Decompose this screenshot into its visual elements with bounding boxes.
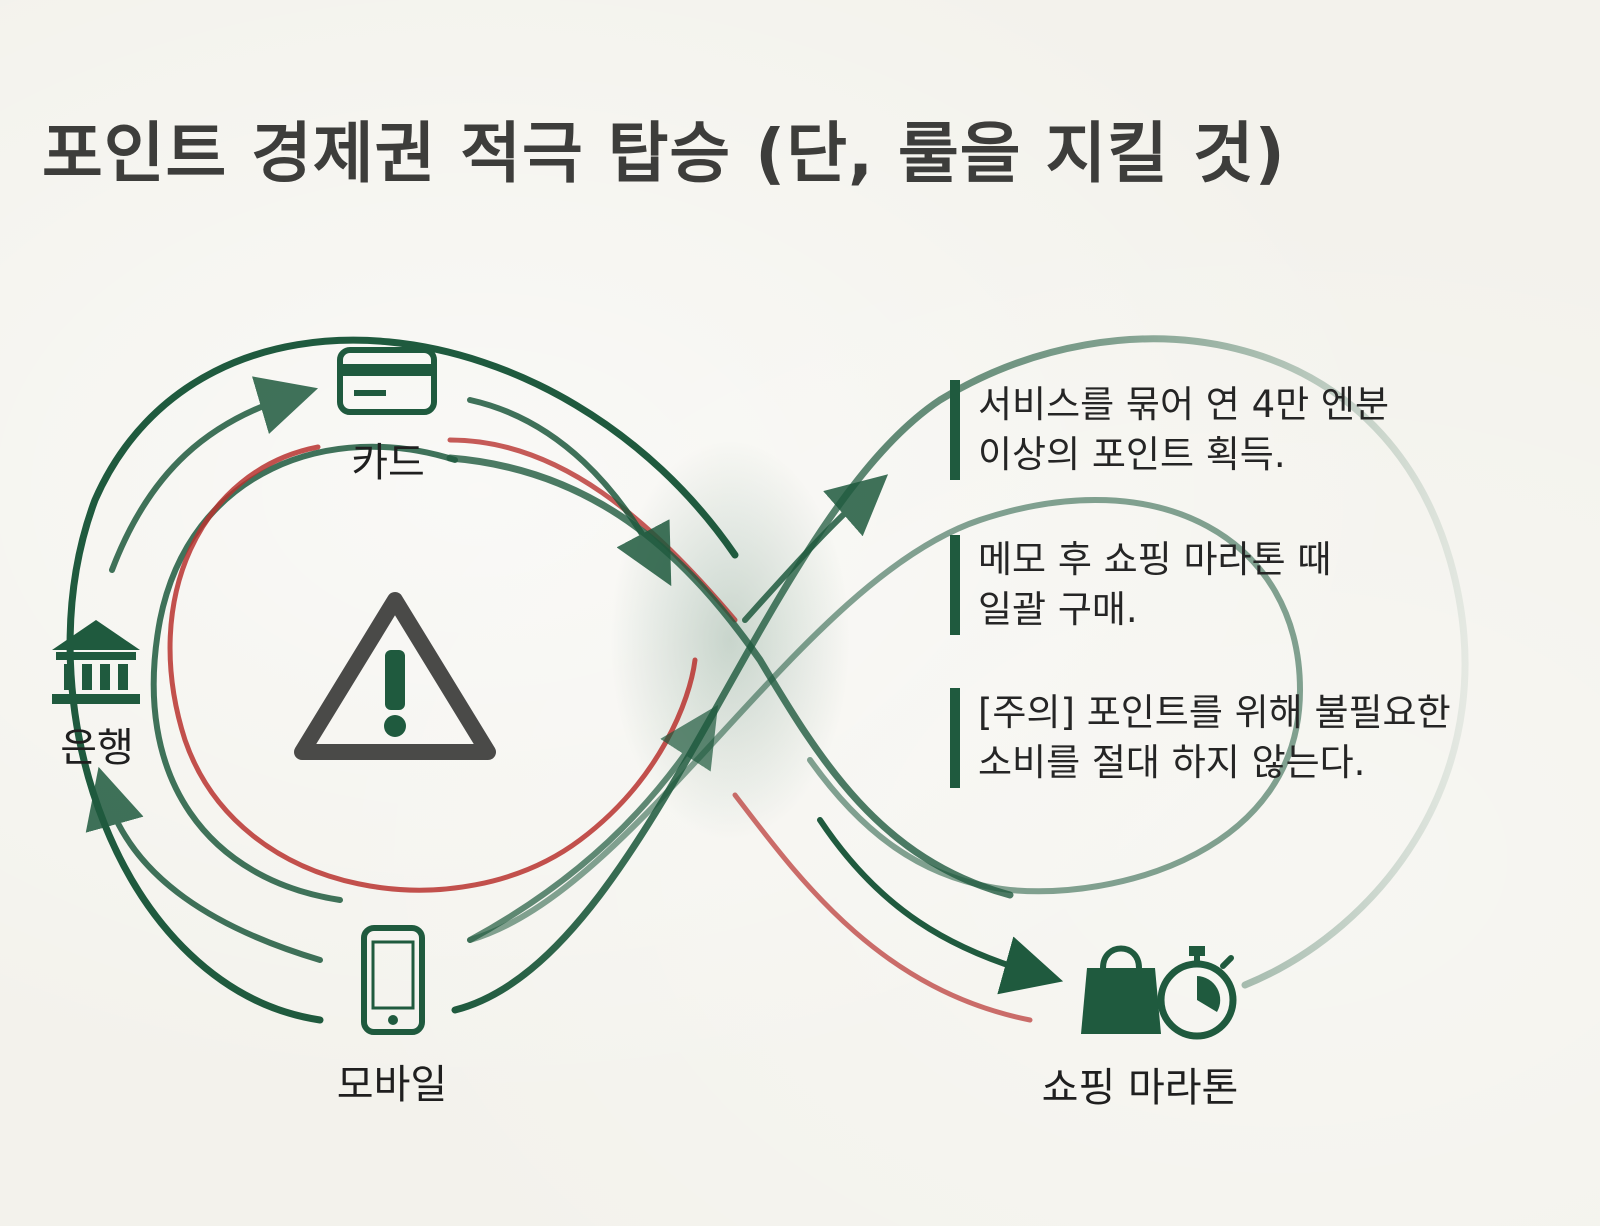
node-label-card: 카드 [351, 440, 425, 486]
page-title: 포인트 경제권 적극 탑승 (단, 룰을 지킬 것) [42, 115, 1286, 192]
note-points-goal: 서비스를 묶어 연 4만 엔분 이상의 포인트 획득. [950, 380, 1578, 480]
note-line: 소비를 절대 하지 않는다. [978, 741, 1366, 784]
arrow-to-shopping [817, 817, 1064, 995]
note-line: 메모 후 쇼핑 마라톤 때 [978, 538, 1332, 581]
node-label-shopping: 쇼핑 마라톤 [1041, 1065, 1239, 1111]
note-line: [주의] 포인트를 위해 불필요한 [978, 691, 1451, 734]
left-loop-outer [66, 336, 739, 1024]
node-label-bank: 은행 [60, 725, 134, 771]
credit-card-icon [337, 347, 437, 415]
red-stream-lower [732, 792, 1033, 1023]
arrow-bank-to-card [109, 376, 319, 573]
crossing-band [446, 454, 1014, 899]
arrow-card-to-cross [467, 397, 672, 587]
warning-ring [167, 444, 698, 893]
warning-triangle-icon [294, 592, 496, 760]
smartphone-icon [361, 925, 425, 1035]
shopping-bag-icon [1081, 945, 1161, 1034]
note-line: 서비스를 묶어 연 4만 엔분 [978, 383, 1389, 426]
note-line: 이상의 포인트 획득. [978, 433, 1286, 476]
note-caution: [주의] 포인트를 위해 불필요한 소비를 절대 하지 않는다. [950, 688, 1578, 788]
stopwatch-icon [1157, 946, 1237, 1040]
arrow-mobile-to-bank [85, 766, 323, 963]
note-line: 일괄 구매. [978, 588, 1138, 631]
note-bulk-buy: 메모 후 쇼핑 마라톤 때 일괄 구매. [950, 535, 1578, 635]
arrow-mobile-to-cross [467, 704, 719, 943]
arrow-cross-to-right [742, 474, 889, 623]
left-loop-inner [150, 443, 458, 903]
node-label-mobile: 모바일 [336, 1062, 448, 1108]
bank-icon [52, 620, 140, 704]
